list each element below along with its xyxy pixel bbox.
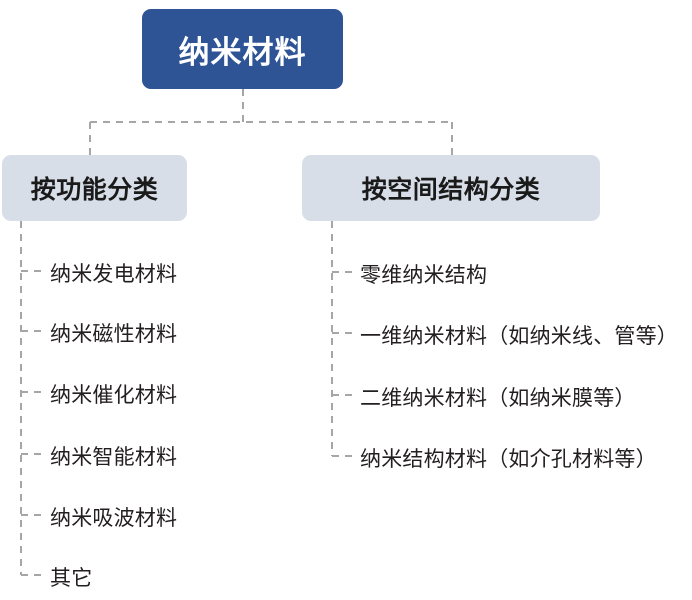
branch-node-by-spatial-structure[interactable]: 按空间结构分类 <box>302 155 600 221</box>
branch-node-by-function-label: 按功能分类 <box>30 176 159 204</box>
leaf-item[interactable]: 零维纳米结构 <box>360 264 488 287</box>
leaf-item[interactable]: 一维纳米材料（如纳米线、管等） <box>360 325 678 348</box>
leaf-item[interactable]: 纳米发电材料 <box>50 263 178 286</box>
root-node[interactable]: 纳米材料 <box>142 9 343 89</box>
leaf-item[interactable]: 纳米智能材料 <box>50 446 178 469</box>
leaf-item[interactable]: 二维纳米材料（如纳米膜等） <box>360 387 636 410</box>
leaf-item[interactable]: 纳米催化材料 <box>50 384 178 407</box>
branch-node-by-function[interactable]: 按功能分类 <box>2 155 187 221</box>
branch-node-by-spatial-structure-label: 按空间结构分类 <box>361 176 541 204</box>
leaf-item[interactable]: 纳米结构材料（如介孔材料等） <box>360 448 657 471</box>
leaf-item[interactable]: 其它 <box>50 567 93 590</box>
leaf-item[interactable]: 纳米吸波材料 <box>50 507 178 530</box>
root-node-label: 纳米材料 <box>178 34 307 70</box>
leaf-item[interactable]: 纳米磁性材料 <box>50 323 178 346</box>
